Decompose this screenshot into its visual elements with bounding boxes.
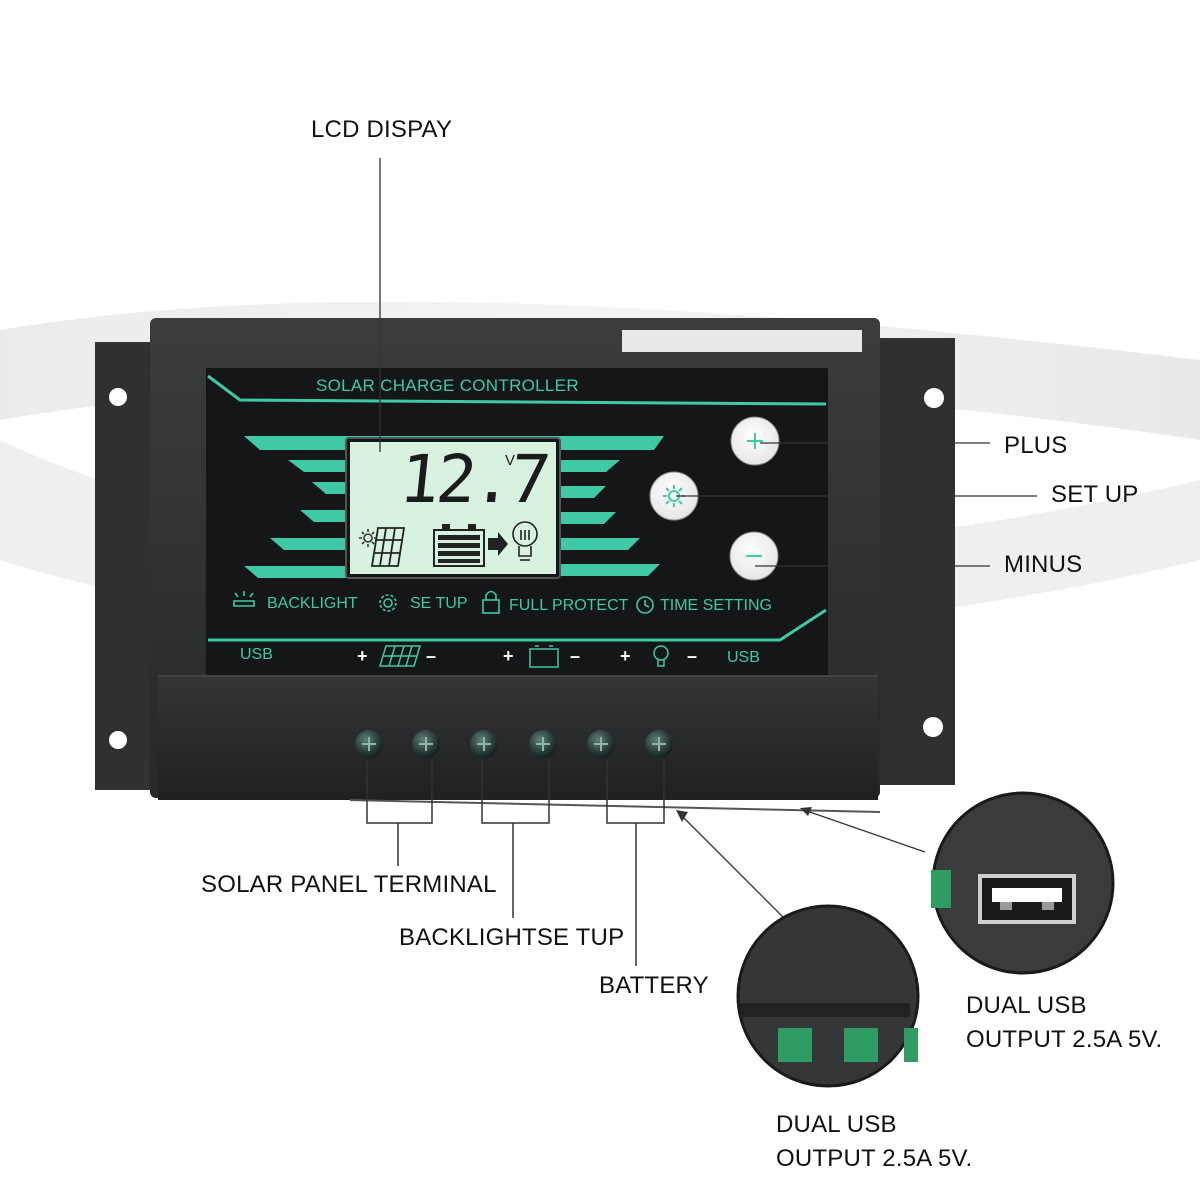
callout-usb-left-line2: OUTPUT 2.5A 5V. — [776, 1145, 973, 1172]
callout-lines — [379, 158, 1037, 925]
solar-minus-sign: – — [426, 646, 437, 666]
lcd-reading: 12.7 — [396, 441, 552, 518]
terminal-block — [158, 676, 878, 800]
plus-button[interactable] — [730, 416, 780, 466]
status-gear-icon — [379, 594, 397, 612]
terminal-screw-1 — [355, 730, 383, 758]
callout-battery: BATTERY — [599, 972, 709, 999]
callout-usb-left: DUAL USB OUTPUT 2.5A 5V. — [776, 1108, 972, 1176]
terminal-screw-5 — [587, 730, 615, 758]
terminal-screws — [355, 730, 673, 758]
callout-setup: SET UP — [1051, 481, 1139, 508]
terminal-screw-2 — [412, 730, 440, 758]
callout-minus: MINUS — [1004, 551, 1083, 578]
brand-label: SOLAR CHARGE CONTROLLER — [316, 376, 579, 395]
callout-usb-right-line1: DUAL USB — [966, 992, 1087, 1019]
label-sticker — [622, 330, 862, 352]
status-setup-label: SE TUP — [410, 595, 468, 612]
strip-solar-panel-icon — [378, 645, 422, 667]
solar-plus-sign: + — [357, 646, 368, 666]
terminal-screw-4 — [529, 730, 557, 758]
minus-button[interactable] — [729, 531, 779, 581]
terminal-screw-3 — [470, 730, 498, 758]
bulb-icon — [512, 521, 538, 561]
arrowheads — [676, 807, 812, 822]
status-full-protect-label: FULL PROTECT — [509, 597, 629, 614]
accent-lines — [207, 374, 827, 642]
status-time-setting-label: TIME SETTING — [660, 597, 772, 614]
callout-plus: PLUS — [1004, 432, 1068, 459]
status-backlight-label: BACKLIGHT — [267, 595, 358, 612]
strip-battery-icon — [529, 645, 559, 668]
strip-bulb-icon — [653, 645, 669, 667]
callout-backlight-setup: BACKLIGHTSE TUP — [399, 924, 625, 951]
right-stripes — [560, 460, 660, 576]
usb-zoom-circle-left — [736, 904, 920, 1088]
terminal-screw-6 — [645, 730, 673, 758]
mounting-flanges — [95, 338, 955, 790]
arrow-right-icon — [488, 532, 508, 556]
backlight-icon — [233, 591, 255, 607]
battery-plus-sign: + — [503, 646, 514, 666]
sun-icon — [359, 529, 377, 547]
callout-usb-right: DUAL USB OUTPUT 2.5A 5V. — [966, 989, 1162, 1057]
battery-icon — [433, 524, 485, 567]
terminal-brackets — [366, 760, 665, 966]
lock-icon — [482, 590, 500, 614]
usb-port-icon — [978, 874, 1076, 924]
solar-panel-icon — [370, 527, 406, 567]
callout-usb-left-line1: DUAL USB — [776, 1111, 897, 1138]
callout-usb-right-line2: OUTPUT 2.5A 5V. — [966, 1026, 1163, 1053]
load-plus-sign: + — [620, 646, 631, 666]
callout-solar-panel-terminal: SOLAR PANEL TERMINAL — [201, 871, 497, 898]
battery-minus-sign: – — [570, 646, 581, 666]
usb-zoom-circle-right — [931, 791, 1115, 975]
load-minus-sign: – — [687, 646, 698, 666]
clock-icon — [636, 596, 654, 614]
port-usb-left-label: USB — [240, 646, 273, 663]
port-usb-right-label: USB — [727, 649, 760, 666]
lcd-unit: V — [505, 452, 516, 469]
callout-lcd-display: LCD DISPAY — [311, 116, 453, 143]
